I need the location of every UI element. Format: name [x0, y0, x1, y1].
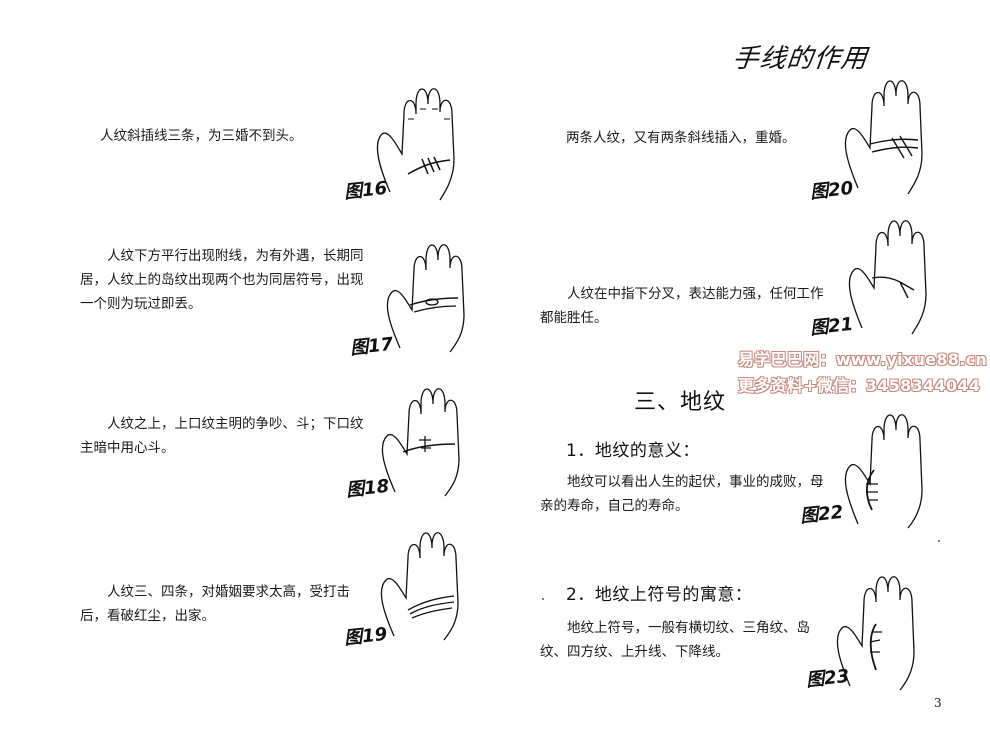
palm-figure-17	[380, 230, 475, 355]
figure-label-20: 图20	[809, 177, 855, 204]
right-paragraph-3: 地纹可以看出人生的起伏，事业的成败，母亲的寿命，自己的寿命。	[540, 474, 824, 514]
figure-label-18: 图18	[345, 475, 391, 502]
figure-label-23: 图23	[805, 665, 851, 692]
palm-figure-16	[370, 74, 465, 204]
left-paragraph-4: 人纹三、四条，对婚姻要求太高，受打击后，看破红尘，出家。	[80, 584, 350, 624]
palm-drawing-icon	[844, 80, 923, 195]
palm-drawing-icon	[381, 388, 460, 497]
palm-figure-22	[838, 400, 933, 530]
figure-label-21: 图21	[809, 313, 855, 340]
subheading-earth-line-meaning: 1．地纹的意义：	[566, 441, 700, 461]
palm-figure-23	[830, 562, 925, 692]
palm-figure-20	[838, 66, 933, 196]
palm-drawing-icon	[844, 414, 923, 529]
scan-speck	[938, 540, 940, 542]
figure-label-19: 图19	[343, 623, 389, 650]
palm-figure-21	[842, 206, 937, 336]
palm-drawing-icon	[386, 244, 465, 353]
palm-drawing-icon	[836, 576, 915, 691]
palm-figure-18	[375, 374, 470, 499]
palm-drawing-icon	[848, 220, 927, 335]
figure-label-17: 图17	[349, 333, 395, 360]
section-heading-earth-line: 三、地纹	[634, 390, 727, 415]
figure-label-16: 图16	[343, 177, 389, 204]
watermark-line-2: 更多资料+微信：3458344044	[738, 376, 981, 395]
watermark-line-1: 易学巴巴网：www.yixue88.cn	[738, 350, 988, 369]
subheading-earth-line-symbols: 2．地纹上符号的寓意：	[566, 585, 753, 605]
palm-figure-19	[374, 518, 469, 643]
right-paragraph-4: 地纹上符号，一般有横切纹、三角纹、岛纹、四方纹、上升线、下降线。	[540, 620, 810, 660]
left-paragraph-1: 人纹斜插线三条，为三婚不到头。	[100, 128, 303, 144]
left-paragraph-3: 人纹之上，上口纹主明的争吵、斗；下口纹主暗中用心斗。	[80, 416, 364, 456]
right-paragraph-2: 人纹在中指下分叉，表达能力强，任何工作都能胜任。	[540, 286, 824, 326]
scan-speck	[542, 598, 544, 600]
right-paragraph-1: 两条人纹，又有两条斜线插入，重婚。	[566, 130, 796, 146]
page-number: 3	[934, 696, 942, 710]
left-paragraph-2: 人纹下方平行出现附线，为有外遇，长期同居，人纹上的岛纹出现两个也为同居符号，出现…	[80, 248, 364, 312]
palm-drawing-icon	[376, 88, 455, 201]
figure-label-22: 图22	[799, 501, 845, 528]
palm-drawing-icon	[380, 532, 459, 641]
